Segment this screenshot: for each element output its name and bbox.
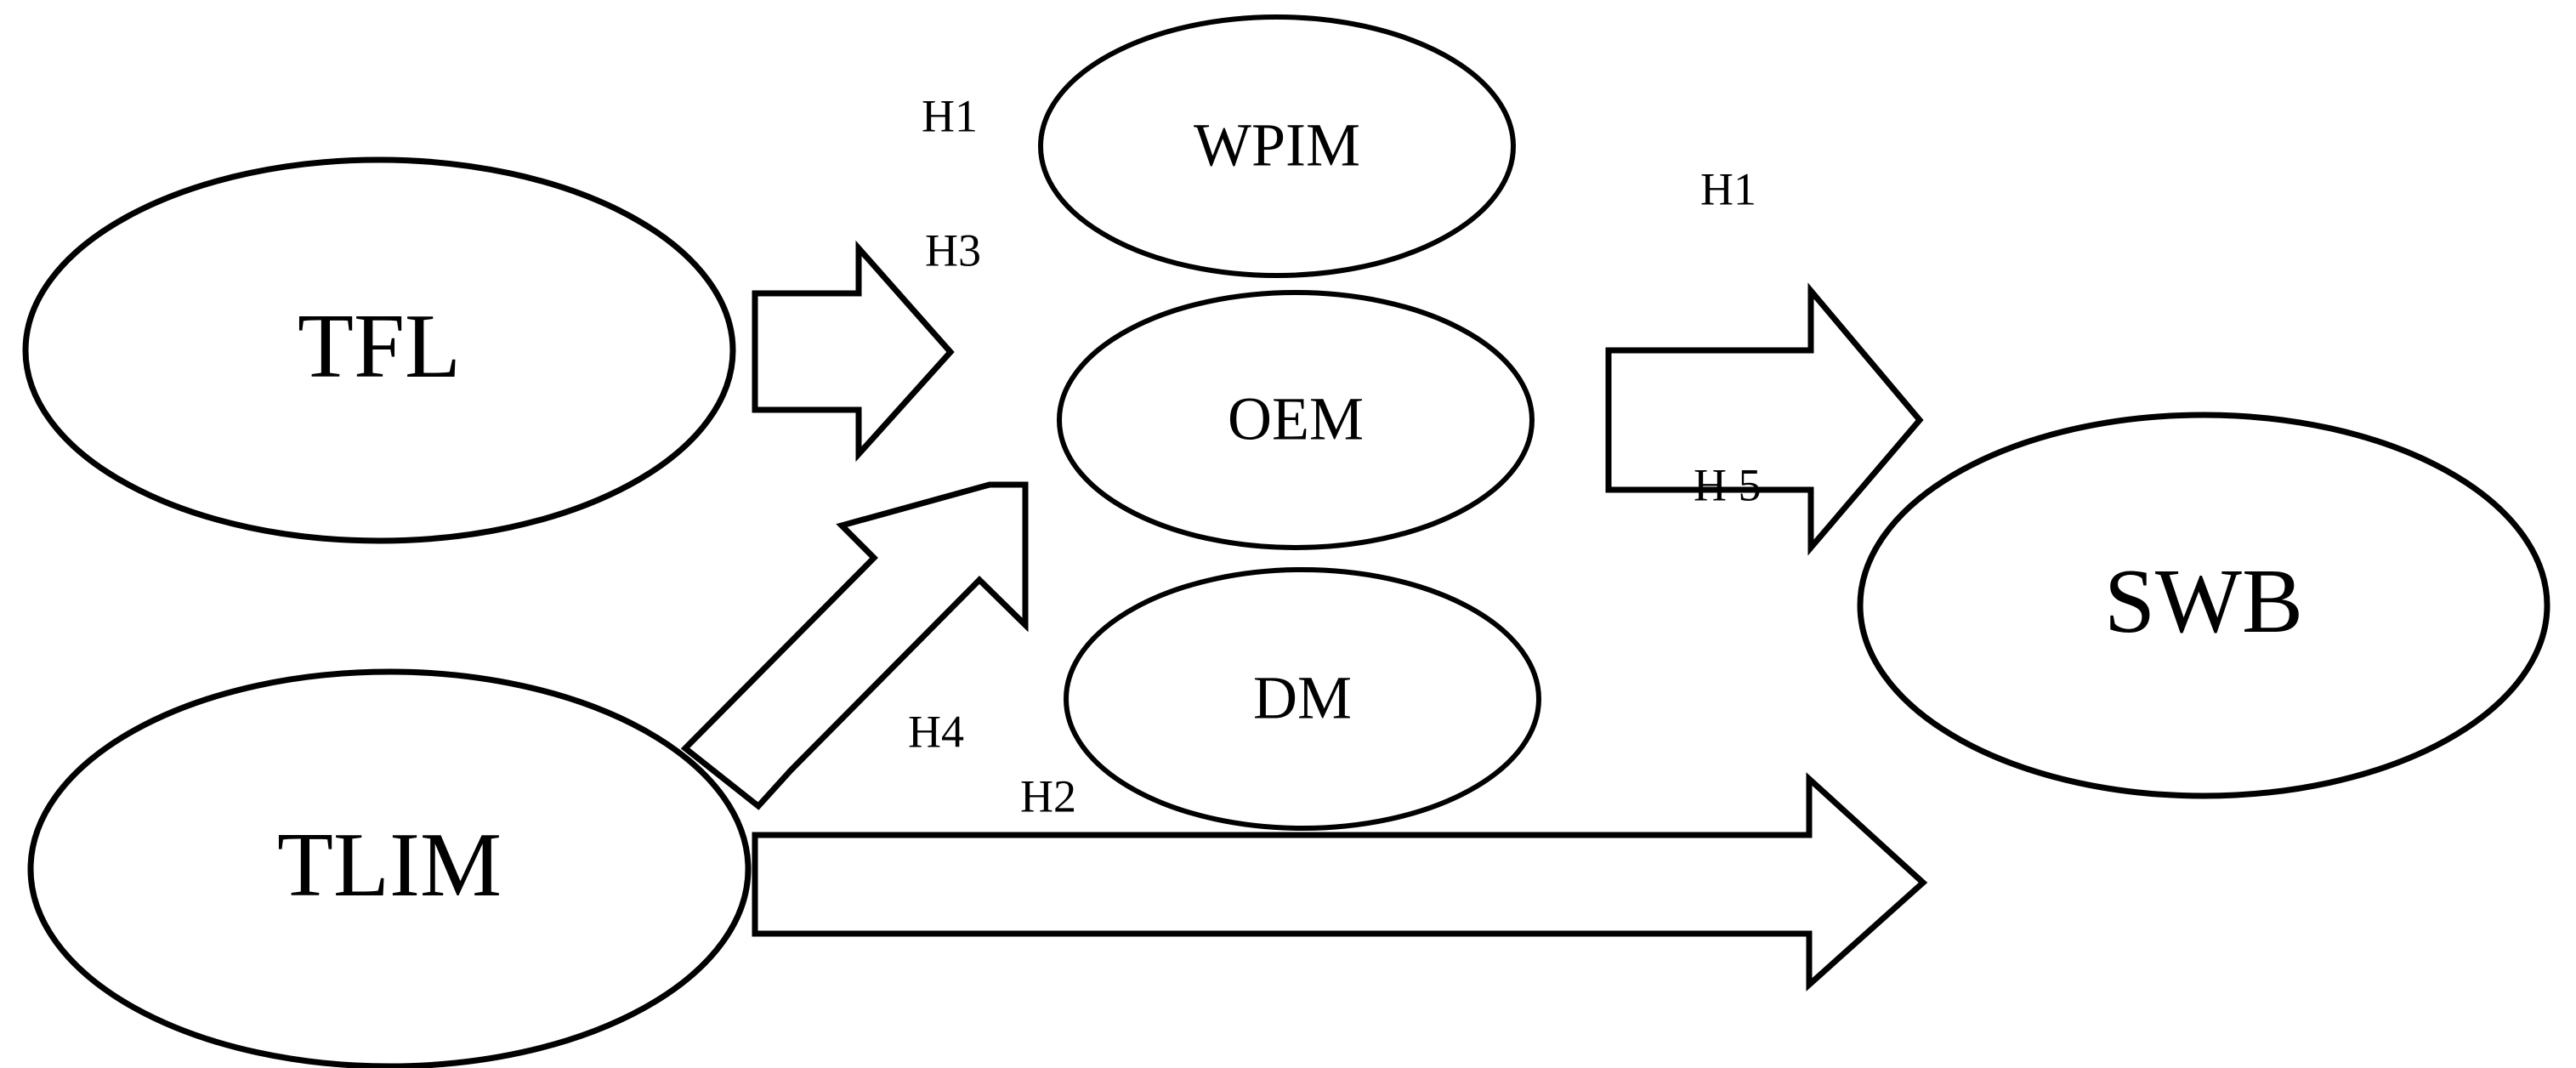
arrow-mediators-to-swb — [1605, 282, 1924, 556]
node-swb[interactable]: SWB — [1857, 412, 2550, 799]
edge-label-h2: H2 — [1020, 770, 1076, 821]
node-oem-label: OEM — [1228, 385, 1364, 453]
edge-label-h3: H3 — [925, 224, 981, 276]
edge-label-h1-right: H1 — [1700, 163, 1756, 214]
node-tlim-label: TLIM — [277, 815, 502, 916]
node-tfl-label: TFL — [298, 296, 461, 397]
node-dm[interactable]: DM — [1064, 567, 1541, 831]
node-tlim-shape — [27, 668, 752, 1068]
node-tfl[interactable]: TFL — [22, 156, 736, 544]
node-wpim-shape — [1038, 14, 1516, 278]
arrow-tlim-to-swb-long — [752, 772, 1928, 991]
node-swb-label: SWB — [2104, 551, 2303, 652]
node-tfl-shape — [22, 156, 736, 544]
node-swb-shape — [1857, 412, 2550, 799]
node-oem-shape — [1057, 290, 1535, 550]
node-dm-shape — [1064, 567, 1541, 831]
edge-label-h4: H4 — [908, 706, 964, 757]
arrow-tlim-to-mediators-diagonal — [680, 481, 1029, 810]
node-wpim[interactable]: WPIM — [1038, 14, 1516, 278]
node-oem[interactable]: OEM — [1057, 290, 1535, 550]
edge-label-h1-left: H1 — [922, 90, 978, 141]
arrow-tfl-to-mediators — [752, 240, 955, 463]
node-wpim-label: WPIM — [1194, 111, 1360, 179]
node-dm-label: DM — [1253, 664, 1352, 732]
edge-label-h5: H 5 — [1694, 459, 1762, 510]
node-tlim[interactable]: TLIM — [27, 668, 752, 1068]
